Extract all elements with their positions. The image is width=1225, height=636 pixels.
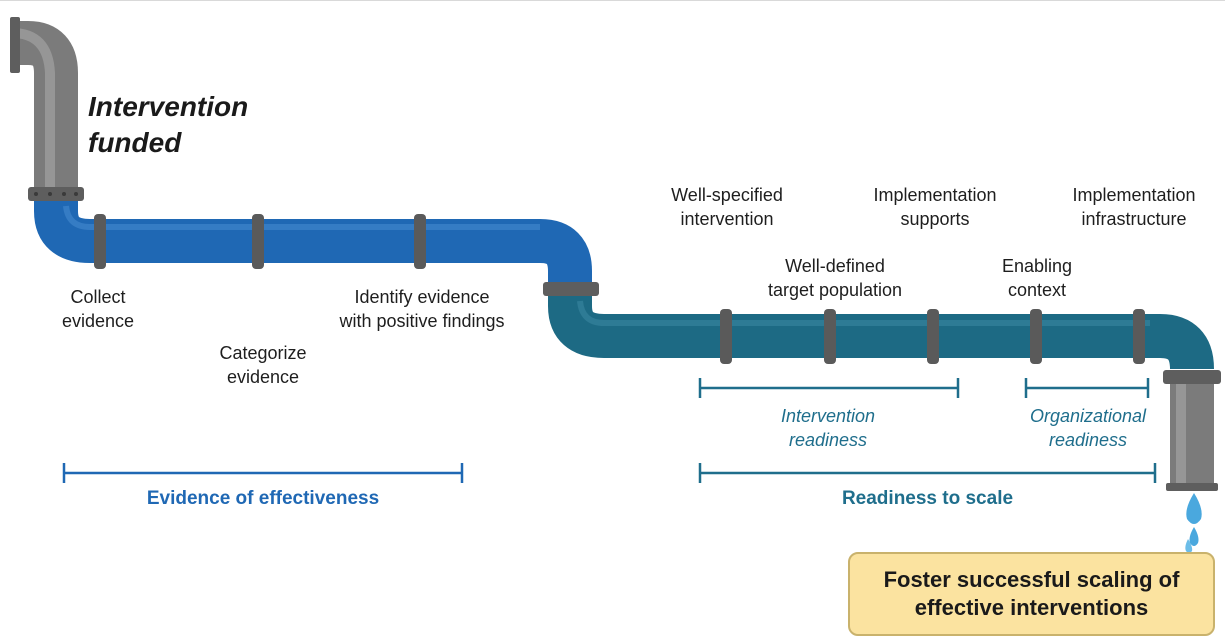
page-title: Intervention funded [88, 91, 249, 158]
label-well-defined-population: Well-defined target population [767, 256, 903, 300]
organizational-readiness-bracket [1024, 378, 1150, 398]
exit-pipe [1166, 384, 1218, 491]
entry-pipe [6, 17, 84, 201]
label-well-specified-intervention: Well-specified intervention [671, 185, 783, 229]
evidence-bracket [62, 463, 464, 483]
label-identify-evidence: Identify evidence with positive findings [339, 287, 505, 331]
readiness-pipe [548, 296, 1221, 384]
label-implementation-supports: Implementation supports [873, 185, 997, 229]
evidence-pipe [34, 201, 599, 296]
intervention-readiness-bracket [698, 378, 960, 398]
label-readiness-to-scale: Readiness to scale [841, 488, 1014, 509]
readiness-bracket [698, 463, 1157, 483]
outcome-callout: Foster successful scaling of effective i… [848, 552, 1215, 636]
label-collect-evidence: Collect evidence [61, 287, 135, 331]
label-enabling-context: Enabling context [1001, 256, 1073, 300]
label-categorize-evidence: Categorize evidence [219, 343, 307, 387]
outcome-text: Foster successful scaling of effective i… [883, 567, 1180, 620]
label-implementation-infrastructure: Implementation infrastructure [1072, 185, 1196, 229]
label-evidence-of-effectiveness: Evidence of effectiveness [146, 488, 380, 509]
label-organizational-readiness: Organizational readiness [1029, 406, 1147, 450]
water-drops-icon [1185, 493, 1202, 553]
label-intervention-readiness: Intervention readiness [780, 406, 876, 450]
